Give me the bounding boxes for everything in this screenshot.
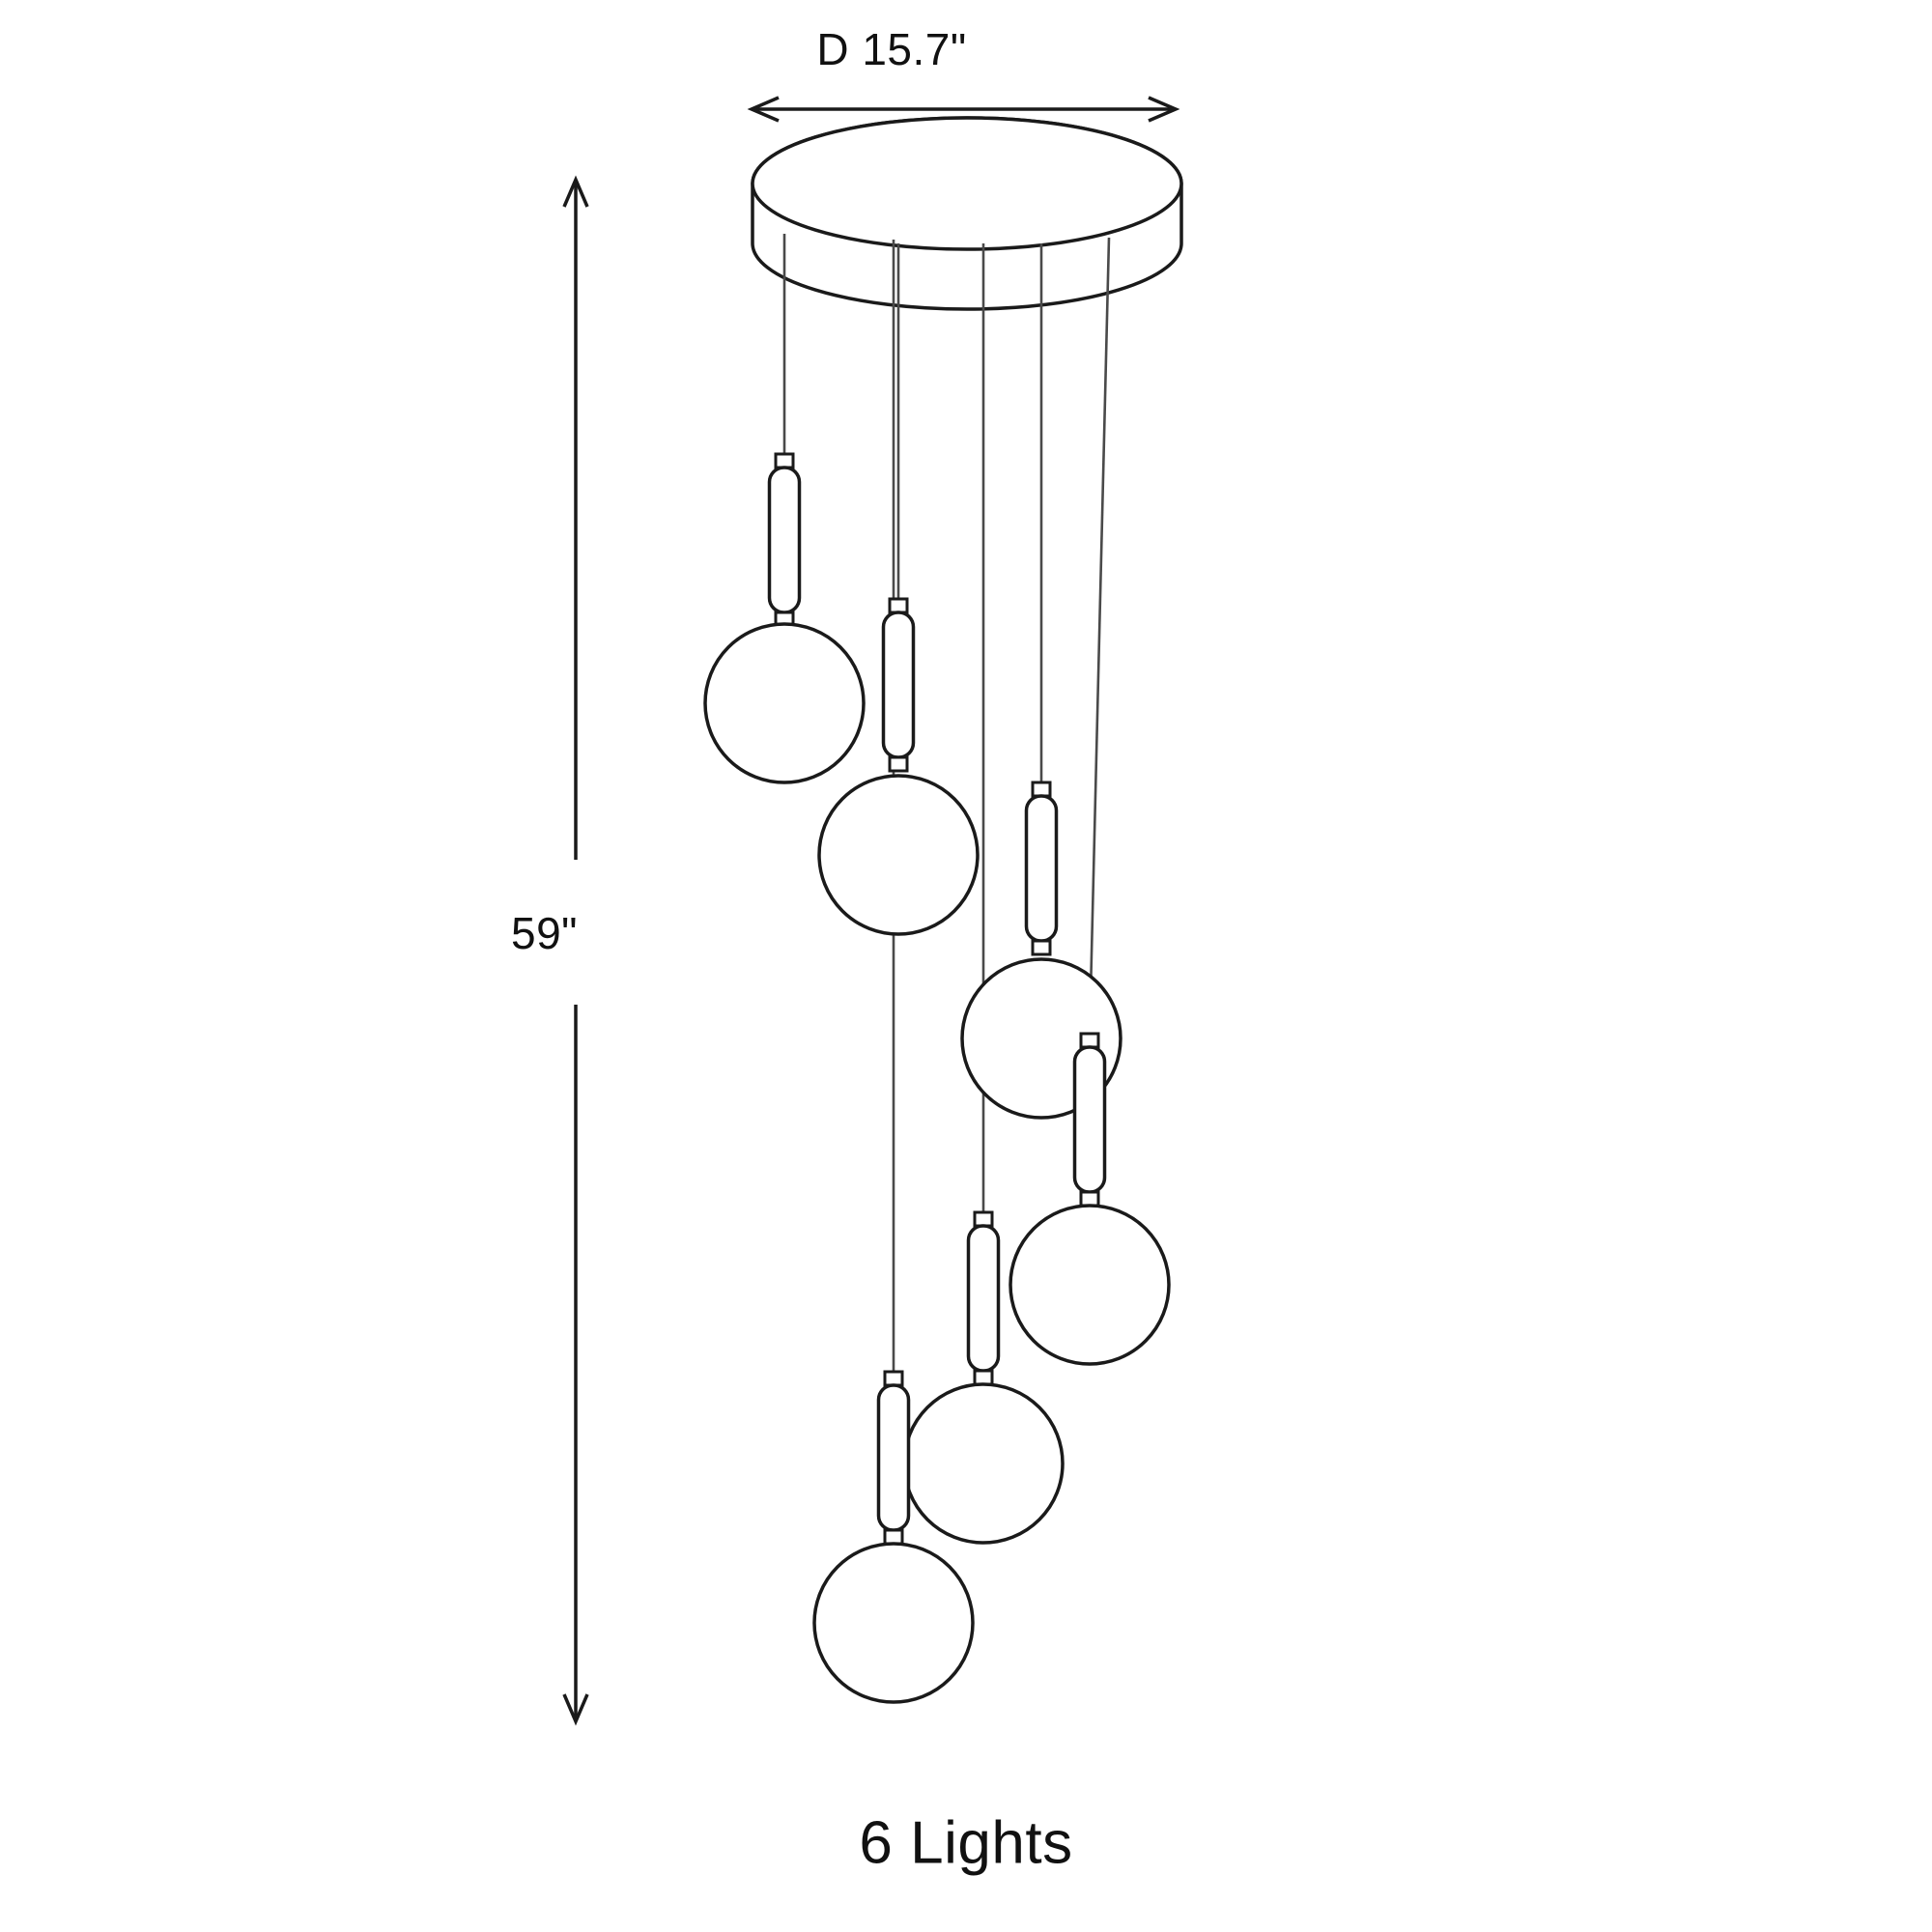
pendant-4 [1009, 1032, 1171, 1366]
pendant-5 [902, 1210, 1065, 1545]
width-dimension-arrow [747, 96, 1180, 123]
pendant-2 [817, 597, 980, 936]
height-dimension-arrow [562, 175, 589, 1726]
height-dimension-label: 59" [511, 908, 578, 958]
pendant-6 [812, 1370, 975, 1704]
diagram-caption: 6 Lights [859, 1809, 1073, 1877]
width-dimension-label: D 15.7" [816, 24, 967, 74]
pendant-1 [703, 452, 866, 784]
ceiling-canopy [751, 116, 1183, 311]
